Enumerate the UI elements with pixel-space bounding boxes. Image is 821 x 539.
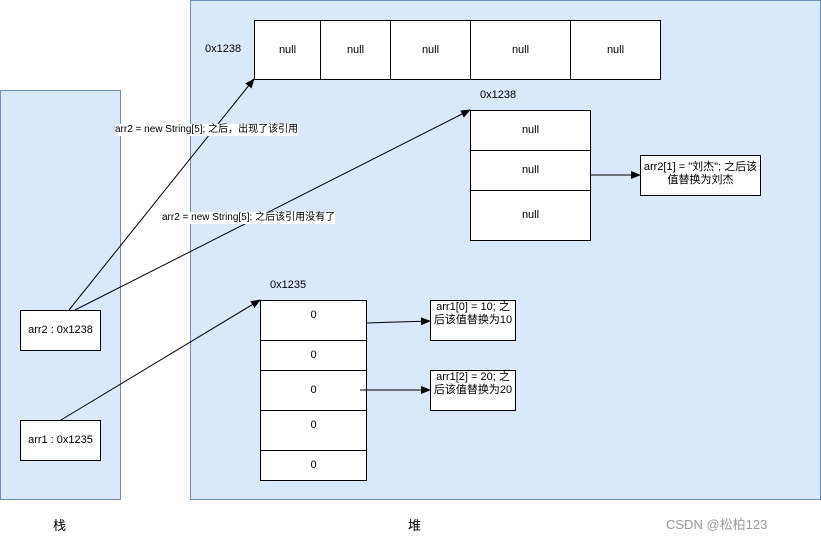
array-bottom-cell[interactable]: 0 [260, 300, 367, 341]
arrow-arr2-to-mid [74, 109, 471, 311]
watermark: CSDN @松柏123 [666, 517, 768, 532]
array-top-cell[interactable]: null [570, 20, 661, 80]
edge-label-arr2-second: arr2 = new String[5]; 之后该引用没有了 [162, 212, 336, 224]
stack-caption: 栈 [53, 518, 67, 533]
array-bottom-cell[interactable]: 0 [260, 410, 367, 451]
arrow-arr1-to-bottom [60, 299, 261, 421]
edge-label-arr2-first: arr2 = new String[5]; 之后，出现了该引用 [115, 124, 299, 136]
array-mid-cell[interactable]: null [470, 190, 591, 241]
note-bottom-cell2[interactable]: arr1[2] = 20; 之后该值替换为20 [430, 370, 516, 411]
heap-caption: 堆 [408, 518, 422, 533]
array-top-cell[interactable]: null [254, 20, 321, 80]
var-arr2[interactable]: arr2 : 0x1238 [20, 310, 101, 351]
arrow-cell0-to-note [366, 317, 431, 326]
array-bottom-cell[interactable]: 0 [260, 370, 367, 411]
array-bottom-cell[interactable]: 0 [260, 450, 367, 481]
arrow-arr2-to-top [68, 78, 255, 311]
var-arr1[interactable]: arr1 : 0x1235 [20, 420, 101, 461]
note-bottom-cell0[interactable]: arr1[0] = 10; 之后该值替换为10 [430, 300, 516, 341]
address-top: 0x1238 [205, 43, 242, 55]
note-mid-cell1[interactable]: arr2[1] = "刘杰"; 之后该值替换为刘杰 [640, 155, 761, 196]
address-bottom: 0x1235 [270, 279, 307, 291]
array-top-cell[interactable]: null [320, 20, 391, 80]
address-mid: 0x1238 [480, 89, 517, 101]
array-mid-cell[interactable]: null [470, 110, 591, 151]
array-bottom-cell[interactable]: 0 [260, 340, 367, 371]
array-top-cell[interactable]: null [470, 20, 571, 80]
